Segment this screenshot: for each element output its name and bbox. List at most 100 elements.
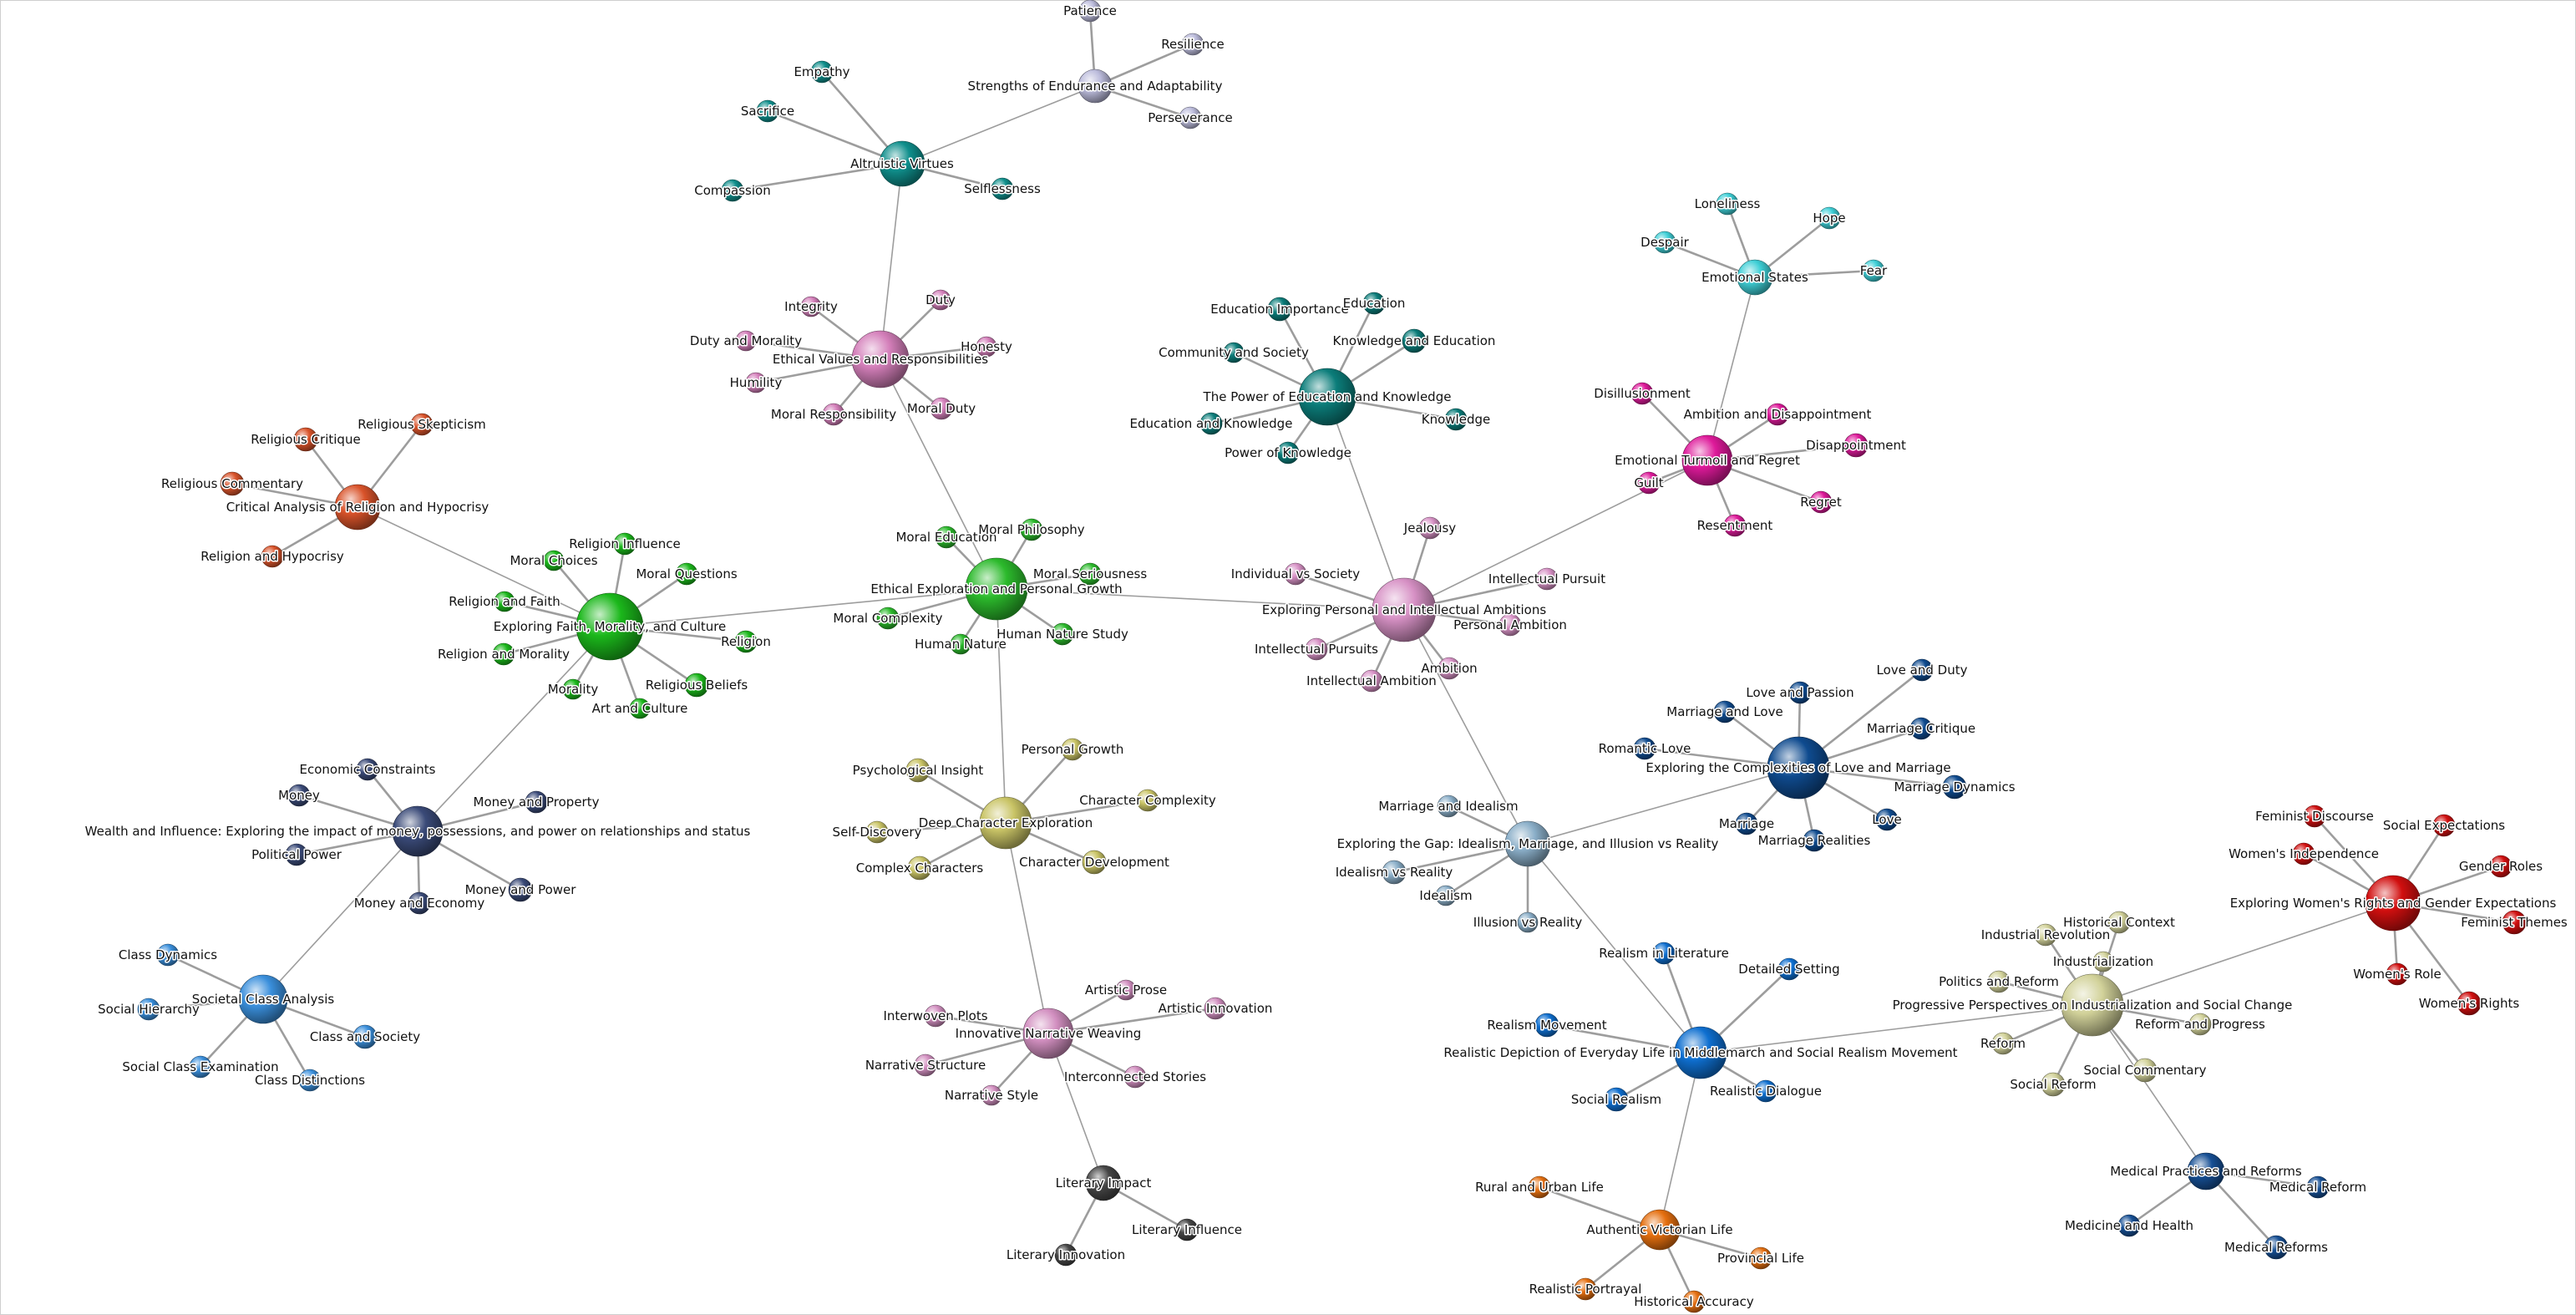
leaf-node-political_power[interactable] [285,843,308,866]
leaf-node-rel_hypocrisy[interactable] [261,545,284,568]
leaf-node-despair[interactable] [1653,231,1676,254]
leaf-node-personal_growth[interactable] [1061,738,1084,761]
hub-node-love[interactable] [1767,736,1830,800]
leaf-node-duty_morality[interactable] [735,330,757,352]
leaf-node-intellectual_ambition[interactable] [1360,669,1383,693]
leaf-node-politics_reform[interactable] [1987,970,2011,993]
leaf-node-patience[interactable] [1078,0,1102,23]
leaf-node-knowledge_edu[interactable] [1402,328,1427,353]
leaf-node-artistic_innovation[interactable] [1204,997,1227,1020]
hub-node-deepchar[interactable] [979,796,1032,850]
leaf-node-moral_complexity[interactable] [876,607,900,630]
leaf-node-marriage[interactable] [1735,812,1758,835]
hub-node-gap[interactable] [1504,820,1551,867]
leaf-node-ambition[interactable] [1438,657,1461,680]
leaf-node-historical_context[interactable] [2107,911,2131,934]
leaf-node-love_leaf[interactable] [1875,808,1899,831]
hub-node-faith[interactable] [576,592,644,661]
leaf-node-edu_knowledge[interactable] [1199,412,1223,435]
leaf-node-moral_choices[interactable] [543,550,565,571]
leaf-node-edu_importance[interactable] [1267,297,1292,322]
leaf-node-resilience[interactable] [1181,33,1204,56]
leaf-node-personal_ambition[interactable] [1498,613,1522,637]
leaf-node-loneliness[interactable] [1716,192,1739,216]
leaf-node-class_dynamics[interactable] [156,943,180,967]
leaf-node-narrative_style[interactable] [981,1084,1002,1106]
leaf-node-rel_morality[interactable] [492,642,515,666]
leaf-node-regret[interactable] [1809,490,1833,514]
hub-node-realism[interactable] [1674,1026,1727,1079]
leaf-node-feminist_discourse[interactable] [2303,805,2326,828]
hub-node-emostates[interactable] [1737,259,1773,296]
leaf-node-rel_faith[interactable] [494,591,515,612]
leaf-node-class_society[interactable] [352,1024,378,1049]
leaf-node-sacrifice[interactable] [756,99,779,123]
leaf-node-char_development[interactable] [1082,850,1107,875]
leaf-node-moral_questions[interactable] [675,562,698,586]
leaf-node-industrialization[interactable] [2092,951,2114,972]
leaf-node-psych_insight[interactable] [905,758,931,783]
leaf-node-human_nature_study[interactable] [1051,622,1074,646]
leaf-node-rural_urban[interactable] [1528,1175,1551,1199]
leaf-node-gender_roles[interactable] [2489,855,2513,878]
leaf-node-social_reform[interactable] [2041,1072,2066,1097]
leaf-node-jealousy[interactable] [1418,516,1442,540]
leaf-node-honesty[interactable] [976,336,997,358]
leaf-node-moral_seriousness[interactable] [1078,562,1102,586]
leaf-node-industrial_revolution[interactable] [2034,923,2057,947]
leaf-node-realistic_dialogue[interactable] [1754,1079,1777,1103]
leaf-node-social_realism[interactable] [1604,1087,1629,1112]
leaf-node-char_complexity[interactable] [1136,789,1159,812]
leaf-node-humility[interactable] [745,372,767,393]
leaf-node-resentment[interactable] [1723,514,1747,537]
leaf-node-ambition_disappointment[interactable] [1766,403,1789,426]
leaf-node-feminist_themes[interactable] [2502,910,2527,935]
leaf-node-realistic_portrayal[interactable] [1574,1277,1597,1301]
leaf-node-illusion_reality[interactable] [1517,911,1539,933]
leaf-node-money_property[interactable] [525,790,548,814]
leaf-node-fear[interactable] [1862,259,1885,282]
hub-node-narrative[interactable] [1022,1008,1074,1059]
leaf-node-human_nature[interactable] [950,633,971,655]
leaf-node-duty[interactable] [930,289,951,311]
leaf-node-detailed_setting[interactable] [1777,957,1801,981]
leaf-node-moral_education[interactable] [935,525,958,549]
leaf-node-womens_independence[interactable] [2292,842,2315,866]
leaf-node-guilt[interactable] [1637,471,1661,495]
leaf-node-money_power[interactable] [508,877,533,902]
leaf-node-education[interactable] [1362,292,1386,315]
leaf-node-medical_reform[interactable] [2306,1175,2330,1199]
leaf-node-love_duty[interactable] [1910,658,1934,682]
hub-node-critical[interactable] [334,484,381,531]
leaf-node-historical_accuracy[interactable] [1682,1290,1706,1313]
hub-node-progressive[interactable] [2061,973,2124,1037]
leaf-node-religion[interactable] [734,630,758,653]
hub-node-ethval[interactable] [851,330,910,388]
hub-node-turmoil[interactable] [1681,434,1733,486]
leaf-node-marriage_dynamics[interactable] [1942,774,1967,800]
leaf-node-literary_influence[interactable] [1175,1218,1199,1241]
leaf-node-morality[interactable] [562,678,584,700]
leaf-node-marriage_critique[interactable] [1909,717,1933,740]
leaf-node-compassion[interactable] [721,179,744,202]
leaf-node-empathy[interactable] [810,60,834,84]
leaf-node-womens_role[interactable] [2386,962,2409,986]
leaf-node-knowledge[interactable] [1444,408,1468,431]
leaf-node-disappointment[interactable] [1843,433,1869,458]
leaf-node-narrative_structure[interactable] [914,1054,937,1077]
leaf-node-moral_duty[interactable] [930,397,953,420]
hub-node-edu[interactable] [1298,368,1356,426]
leaf-node-rel_beliefs[interactable] [684,673,709,698]
leaf-node-integrity[interactable] [800,296,822,317]
leaf-node-womens_rights[interactable] [2457,991,2482,1016]
leaf-node-intellectual_pursuit[interactable] [1535,567,1559,591]
leaf-node-interconnected_stories[interactable] [1123,1065,1147,1089]
leaf-node-interwoven_plots[interactable] [924,1004,947,1028]
leaf-node-money_economy[interactable] [408,891,431,915]
leaf-node-social_hierarchy[interactable] [137,998,160,1021]
leaf-node-realism_literature[interactable] [1652,942,1676,965]
leaf-node-class_distinctions[interactable] [298,1069,322,1092]
leaf-node-rel_critique[interactable] [293,427,318,452]
leaf-node-moral_philosophy[interactable] [1020,518,1043,541]
hub-node-personal[interactable] [1372,577,1437,642]
